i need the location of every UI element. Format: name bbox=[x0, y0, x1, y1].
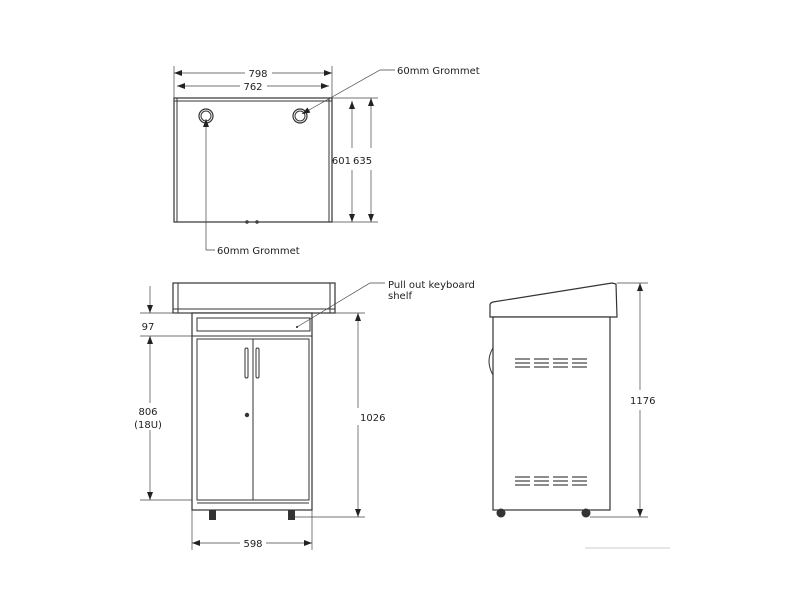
vent-bottom bbox=[515, 476, 587, 486]
lock-icon bbox=[244, 412, 250, 418]
keyboard-shelf-label-2: shelf bbox=[388, 291, 412, 302]
door-handle-left-icon bbox=[244, 347, 249, 379]
dim-601: 601 bbox=[332, 156, 351, 167]
dim-598: 598 bbox=[243, 539, 262, 550]
keyboard-shelf bbox=[196, 317, 311, 332]
dim-97: 97 bbox=[142, 322, 155, 333]
side-caster-back-icon bbox=[581, 508, 591, 518]
side-body bbox=[492, 316, 611, 511]
keyboard-shelf-label: Pull out keyboard bbox=[388, 280, 475, 291]
vent-top bbox=[515, 358, 587, 368]
top-view-outline bbox=[173, 97, 333, 223]
side-handle-icon bbox=[488, 347, 494, 376]
dim-762: 762 bbox=[243, 82, 262, 93]
grommet-label-right: 60mm Grommet bbox=[397, 66, 480, 77]
dim-1026: 1026 bbox=[360, 413, 385, 424]
dim-1176: 1176 bbox=[630, 396, 655, 407]
dim-18u: (18U) bbox=[134, 420, 162, 431]
grommet-label-left: 60mm Grommet bbox=[217, 246, 300, 257]
door-handle-right-icon bbox=[255, 347, 260, 379]
top-view: 798 762 601 635 60mm Grommet 60mm Gromme… bbox=[173, 66, 480, 257]
dim-798: 798 bbox=[248, 69, 267, 80]
cabinet-body bbox=[191, 312, 313, 511]
caster-left-icon bbox=[209, 510, 216, 520]
side-view: 1176 bbox=[488, 282, 655, 518]
side-caster-front-icon bbox=[496, 508, 506, 518]
dim-806: 806 bbox=[138, 407, 157, 418]
dim-635: 635 bbox=[353, 156, 372, 167]
sloped-top bbox=[489, 282, 618, 318]
caster-right-icon bbox=[288, 510, 295, 520]
front-view: 97 806 (18U) 1026 598 Pull out keyboard … bbox=[134, 280, 475, 550]
